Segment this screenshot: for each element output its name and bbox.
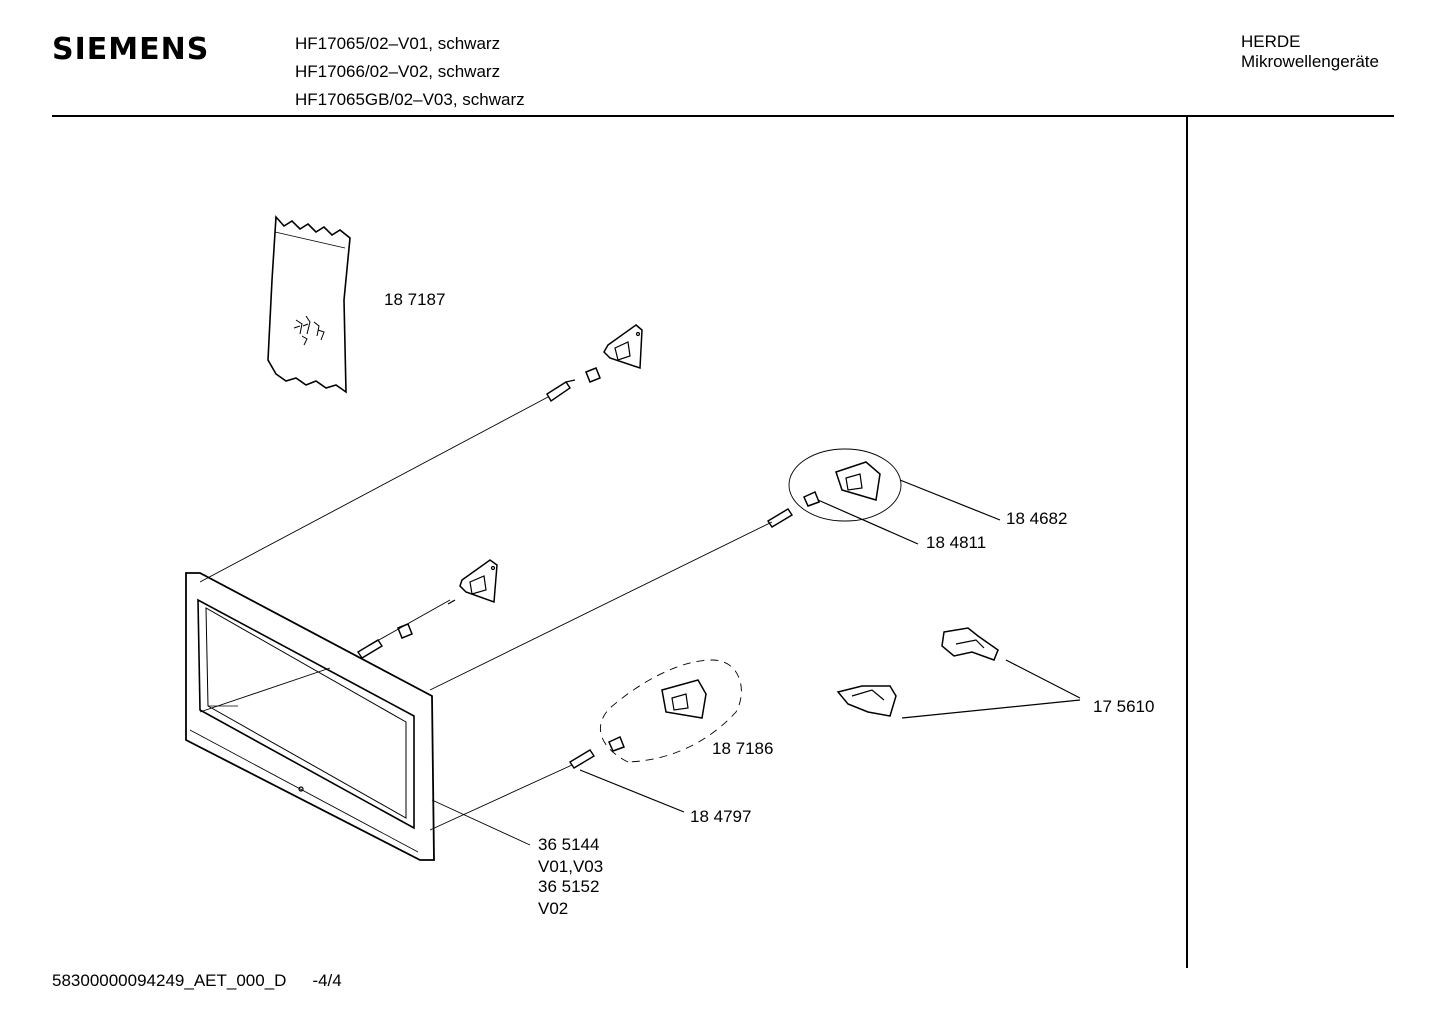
right-margin-rule bbox=[1186, 117, 1188, 968]
part-label-hinge-set: 18 4682 bbox=[1006, 509, 1067, 528]
model-line: HF17066/02–V02, schwarz bbox=[295, 62, 501, 81]
part-label-lower-hinge-set: 18 7186 bbox=[712, 739, 773, 758]
page-number: -4/4 bbox=[312, 971, 342, 990]
right-hinge-assembly bbox=[767, 448, 1001, 545]
category: HERDE Mikrowellengeräte bbox=[1241, 32, 1379, 72]
door-frame-illustration bbox=[185, 572, 435, 861]
part-label-pin: 18 4797 bbox=[690, 807, 751, 826]
model-line: HF17065GB/02–V03, schwarz bbox=[295, 90, 525, 109]
screw-bag-illustration bbox=[267, 215, 351, 394]
upper-hinge-assembly bbox=[546, 324, 643, 403]
clip-parts bbox=[836, 627, 1081, 719]
model-list: HF17065/02–V01, schwarz HF17066/02–V02, … bbox=[295, 30, 525, 114]
lower-hinge-assembly bbox=[569, 659, 742, 813]
part-label-frame-2: V01,V03 bbox=[538, 857, 603, 876]
part-label-clips: 17 5610 bbox=[1093, 697, 1154, 716]
document-id: 58300000094249_AET_000_D bbox=[52, 971, 287, 990]
part-label-hinge-block: 18 4811 bbox=[926, 533, 986, 552]
part-label-frame-1: 36 5144 bbox=[538, 835, 599, 854]
assembly-guide-lines bbox=[199, 396, 773, 831]
model-line: HF17065/02–V01, schwarz bbox=[295, 34, 501, 53]
middle-hinge-assembly bbox=[357, 559, 498, 659]
footer: 58300000094249_AET_000_D -4/4 bbox=[52, 971, 342, 991]
category-sub: Mikrowellengeräte bbox=[1241, 52, 1379, 71]
brand-logo: SIEMENS bbox=[52, 32, 210, 67]
part-label-frame-4: V02 bbox=[538, 899, 568, 918]
part-label-bag: 18 7187 bbox=[384, 290, 445, 309]
category-main: HERDE bbox=[1241, 32, 1301, 51]
frame-leader-line bbox=[431, 799, 531, 846]
header-rule bbox=[52, 115, 1394, 117]
part-label-frame-3: 36 5152 bbox=[538, 877, 599, 896]
